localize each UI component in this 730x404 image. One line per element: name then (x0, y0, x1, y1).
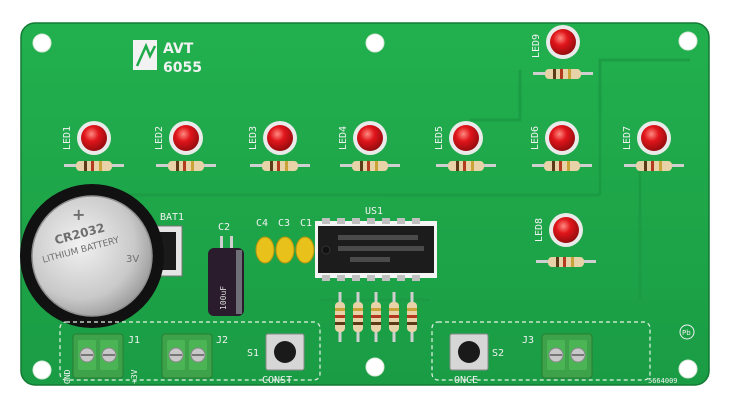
c2-value: 100uF (219, 286, 228, 310)
c2-label: C2 (218, 222, 230, 233)
s1-label: S1 (247, 348, 259, 359)
led-2: LED2 (154, 121, 216, 171)
led-5-label: LED5 (434, 126, 445, 150)
ic-us1: US1 (315, 206, 437, 281)
mounting-holes (32, 31, 698, 380)
j2-label: J2 (216, 335, 228, 346)
led-3-label: LED3 (248, 126, 259, 150)
led-6-label: LED6 (530, 126, 541, 150)
resistor-bank (335, 292, 417, 342)
terminal-j1: J1 GND +3V (63, 333, 140, 384)
battery-voltage: 3V (126, 254, 139, 265)
model-text: 6055 (163, 60, 202, 76)
us1-label: US1 (365, 206, 383, 217)
pcb-board (20, 22, 710, 386)
led-4: LED4 (338, 121, 400, 171)
terminal-j2: J2 (161, 333, 228, 379)
led-1-label: LED1 (62, 126, 73, 150)
led-6: LED6 (530, 121, 592, 171)
ceramic-caps: C4 C3 C1 (255, 218, 315, 264)
led-3: LED3 (248, 121, 310, 171)
button-s2[interactable]: S2 ONCE (449, 333, 504, 386)
const-label: CONST (262, 375, 292, 386)
c1-label: C1 (300, 218, 312, 229)
s2-label: S2 (492, 348, 504, 359)
j1-label: J1 (128, 335, 140, 346)
battery-plus-icon: + (72, 205, 85, 224)
svg-text:Pb: Pb (682, 329, 691, 337)
silk-outlines (59, 321, 651, 381)
button-s1[interactable]: S1 CONST (247, 333, 305, 386)
terminal-j3: J3 (522, 333, 593, 379)
capacitor-c2: 100uF C2 (208, 222, 244, 316)
led-9-label: LED9 (531, 34, 542, 58)
led-7: LED7 (622, 121, 684, 171)
c4-label: C4 (256, 218, 268, 229)
battery-holder: + CR2032 LITHIUM BATTERY 3V BAT1 (20, 184, 184, 328)
pb-free-icon: Pb (679, 324, 695, 340)
led-2-label: LED2 (154, 126, 165, 150)
once-label: ONCE (454, 375, 478, 386)
led-1: LED1 (62, 121, 124, 171)
plus3v-label: +3V (130, 369, 139, 384)
coin-cell (31, 195, 153, 317)
j3-label: J3 (522, 335, 534, 346)
led-8: LED8 (534, 213, 596, 267)
led-9: LED9 (531, 25, 593, 79)
led-row: LED1 LED2 LED3 LED4 LED5 (62, 25, 684, 267)
traces (58, 58, 690, 330)
avt-logo: AVT 6055 (133, 40, 202, 76)
led-4-label: LED4 (338, 126, 349, 150)
c3-label: C3 (278, 218, 290, 229)
gnd-label: GND (63, 369, 72, 384)
led-5: LED5 (434, 121, 496, 171)
brand-text: AVT (163, 41, 194, 57)
led-7-label: LED7 (622, 126, 633, 150)
battery-label: BAT1 (160, 212, 184, 223)
led-8-label: LED8 (534, 218, 545, 242)
serial-number: 5664009 (648, 377, 678, 385)
